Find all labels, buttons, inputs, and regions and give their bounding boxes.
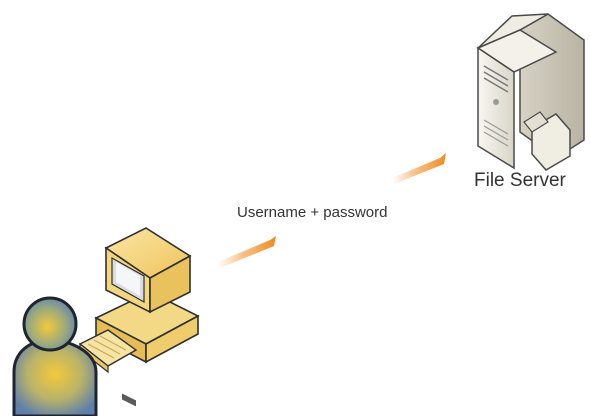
arrow-from-computer [218,236,276,268]
arrow-to-server [392,153,446,184]
user-icon [12,296,98,416]
credentials-label: Username + password [237,204,388,221]
computer-icon [78,227,200,407]
file-server-label: File Server [474,170,566,191]
server-icon [476,13,585,171]
